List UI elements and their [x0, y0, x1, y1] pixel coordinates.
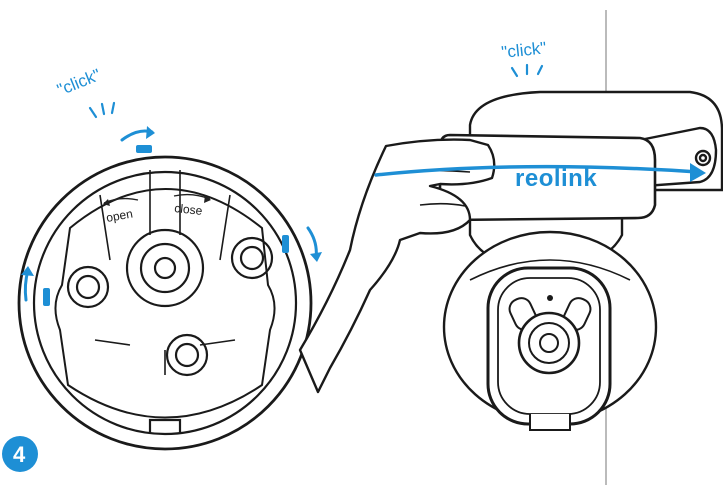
mount-base-bottom-notch: [148, 418, 182, 433]
open-label: open: [105, 207, 134, 225]
hand-finger-crease: [419, 202, 466, 207]
mount-screw-hole-bottom-inner: [174, 342, 200, 368]
mount-screw-hole-right: [230, 236, 274, 280]
brand-logo: reolink: [515, 165, 597, 192]
mount-web-lines: [94, 170, 236, 375]
mount-base-outer-ring: [17, 155, 313, 451]
camera-head-shadow: [469, 259, 631, 281]
mount-base-inner-ring: [32, 170, 298, 436]
mount-center-hole: [153, 256, 177, 280]
camera-chin: [529, 414, 571, 431]
click-label-right: "click": [500, 38, 547, 62]
mount-screw-hole-bottom: [165, 333, 209, 377]
rotate-arrow-icon: [21, 126, 322, 302]
mount-center-boss: [125, 228, 205, 308]
latch-tab-left: [43, 288, 50, 306]
mount-screw-hole-right-inner: [239, 245, 265, 271]
latch-tab-top: [136, 145, 152, 153]
mount-screw-hole-left-inner: [75, 274, 101, 300]
slide-arrow-icon: [374, 163, 706, 182]
camera-lens-inner: [539, 333, 559, 353]
camera-sensor-dot: [547, 295, 553, 301]
numbered-circle-icon: [2, 436, 38, 472]
latch-tabs: [43, 145, 289, 306]
open-close-arrows: [103, 193, 211, 206]
click-marks-left: [88, 101, 116, 119]
mount-base: [17, 155, 313, 451]
latch-tab-right: [282, 235, 289, 253]
click-marks-right: [510, 63, 544, 78]
click-label-left: "click": [54, 65, 103, 100]
close-label: close: [174, 201, 204, 218]
mount-bracket-outline: [54, 188, 276, 419]
mount-center-boss-inner: [139, 242, 191, 294]
mount-screw-hole-left: [66, 265, 110, 309]
step-number: 4: [13, 442, 26, 467]
camera-body: [442, 190, 658, 431]
